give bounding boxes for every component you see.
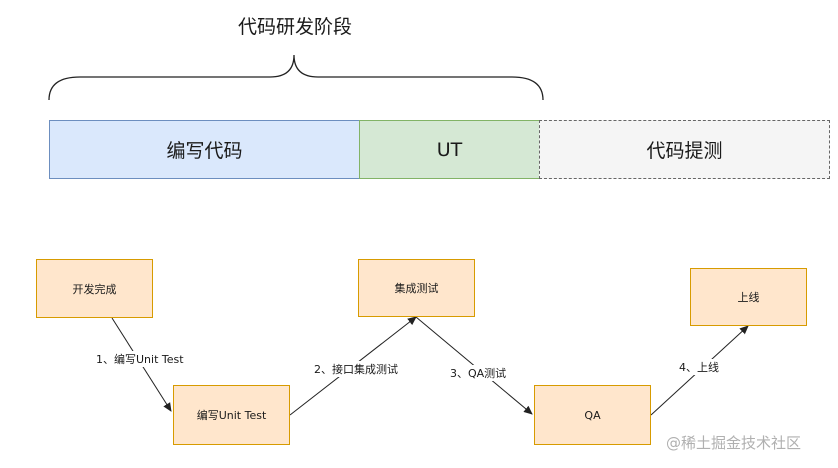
node-dev-complete: 开发完成 [36,259,153,318]
segment-ut: UT [359,120,540,179]
stage-title: 代码研发阶段 [237,16,352,38]
watermark: @稀土掘金技术社区 [666,434,802,452]
edge-label-1: 1、编写Unit Test [94,351,186,367]
segment-write-code: 编写代码 [49,120,360,179]
node-write-unit-test: 编写Unit Test [173,385,290,445]
node-qa: QA [534,385,651,445]
curly-brace [48,54,544,101]
edge-label-4: 4、上线 [677,359,721,375]
edge-label-3: 3、QA测试 [448,365,509,381]
node-integration-test: 集成测试 [358,259,475,317]
edge-label-2: 2、接口集成测试 [312,361,400,377]
node-release: 上线 [690,268,807,326]
segment-code-submit-test: 代码提测 [539,120,830,179]
